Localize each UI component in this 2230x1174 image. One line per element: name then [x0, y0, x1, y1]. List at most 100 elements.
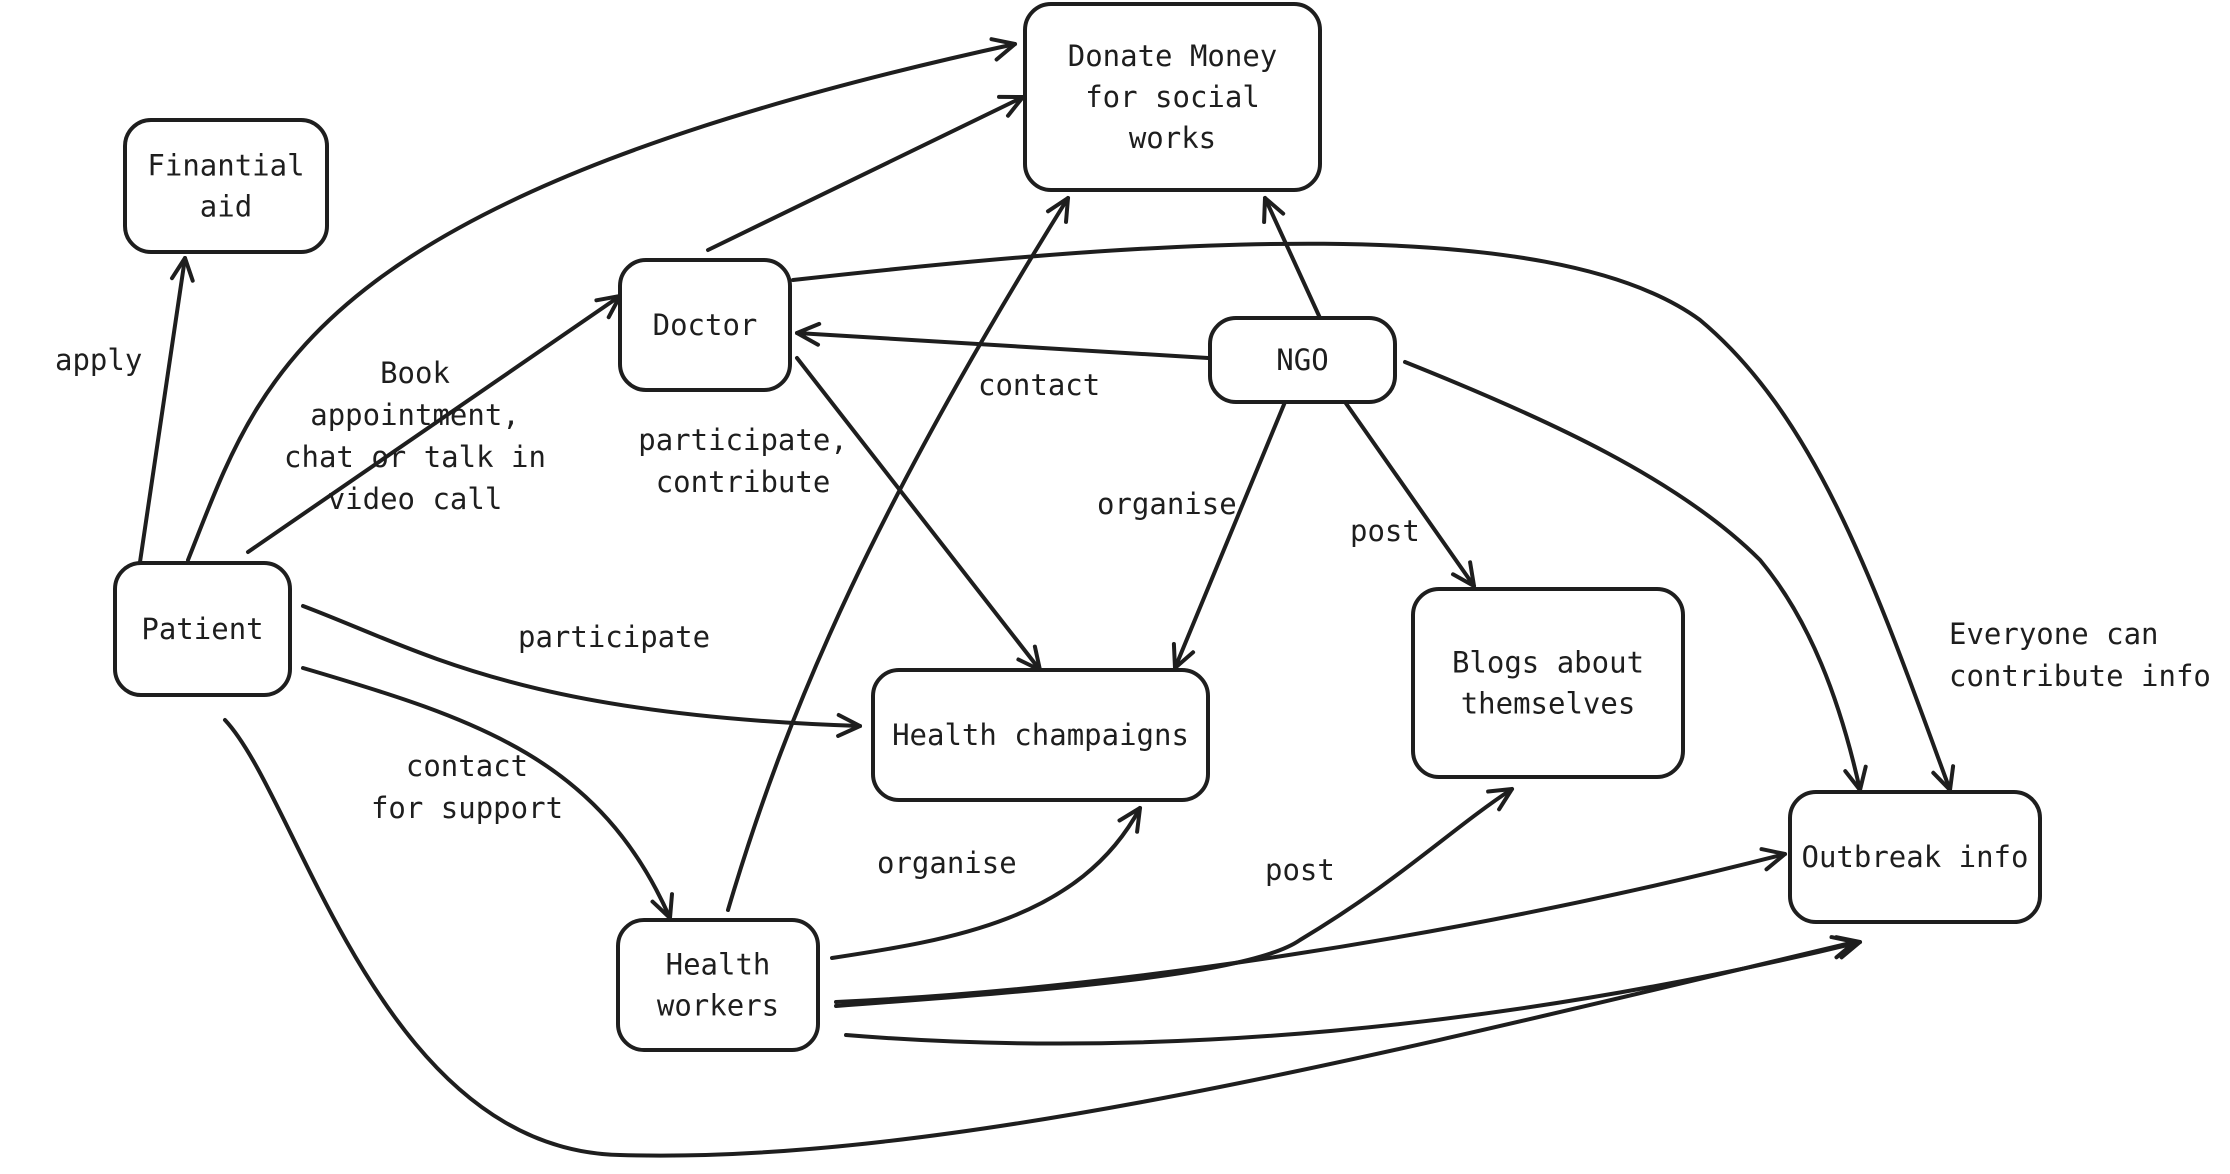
edge-patient-finantial-aid [138, 256, 195, 564]
node-donate: Donate Money for social works [1023, 2, 1322, 192]
arrowhead [1262, 196, 1286, 224]
arrowhead [1451, 560, 1476, 588]
edge-label-text: organise [1097, 487, 1237, 521]
label-participate: participate [518, 620, 710, 654]
node-text: works [1129, 121, 1216, 155]
edge-label-text: post [1350, 514, 1420, 548]
node-text: themselves [1461, 687, 1636, 721]
label-post-hw: post [1265, 853, 1335, 887]
node-text: Patient [141, 612, 263, 646]
edge-label-text: appointment, [310, 398, 520, 432]
arrowhead [795, 321, 822, 347]
node-text: Health [666, 948, 771, 982]
node-box [616, 918, 820, 1052]
edge-doctor-donate [706, 94, 1025, 252]
arrowhead [836, 713, 862, 738]
edge-line [830, 806, 1142, 960]
edge-line [795, 331, 1210, 360]
edge-label-text: contribute info [1949, 659, 2211, 693]
node-text: Doctor [653, 308, 758, 342]
label-book: Book appointment, chat or talk in video cal… [284, 356, 546, 516]
edge-label-text: Book [380, 356, 450, 390]
edge-line [726, 196, 1070, 912]
node-text: Blogs about [1452, 646, 1644, 680]
edge-hw-outbreak-upper [834, 847, 1787, 1004]
arrowhead [1046, 196, 1070, 224]
label-participate-contribute: participate, contribute [638, 423, 848, 499]
node-box [1208, 316, 1397, 404]
node-box [1023, 2, 1322, 192]
edge-patient-donate [186, 37, 1017, 562]
node-text: for social [1085, 80, 1260, 114]
node-patient: Patient [113, 561, 292, 697]
node-box [113, 561, 292, 697]
edge-label-text: participate [518, 620, 710, 654]
edge-line [246, 294, 622, 554]
edge-label-text: post [1265, 853, 1335, 887]
edge-line [186, 42, 1017, 562]
edge-hw-health-champaigns [830, 806, 1142, 960]
node-health-champaigns: Health champaigns [871, 668, 1210, 802]
label-organise-ngo: organise [1097, 487, 1237, 521]
arrowhead [989, 37, 1017, 62]
arrowhead [170, 256, 195, 283]
node-text: workers [657, 989, 779, 1023]
node-box [871, 668, 1210, 802]
node-doctor: Doctor [618, 258, 792, 392]
edge-line [301, 604, 862, 728]
edge-label-text: organise [877, 846, 1017, 880]
label-apply: apply [55, 343, 142, 377]
edge-line [223, 718, 1857, 1158]
arrowhead [1759, 847, 1787, 872]
edge-line [834, 787, 1514, 1008]
edge-line [138, 256, 187, 564]
edge-line [301, 666, 672, 920]
edge-line [1173, 400, 1287, 670]
node-text: Outbreak info [1802, 840, 2029, 874]
node-text: aid [200, 190, 252, 224]
edge-label-text: contact [978, 368, 1100, 402]
arrowhead [1829, 935, 1857, 960]
edge-line [1263, 196, 1322, 320]
label-organise-hw: organise [877, 846, 1017, 880]
arrowhead [594, 294, 622, 320]
edge-label-text: contribute [656, 465, 831, 499]
edge-label-text: participate, [638, 423, 848, 457]
edge-line [1343, 400, 1476, 588]
edge-hw-blogs [834, 787, 1514, 1008]
label-post-ngo: post [1350, 514, 1420, 548]
node-box [618, 258, 792, 392]
node-box [1788, 790, 2042, 924]
edge-patient-health-champaigns [301, 604, 862, 738]
edge-ngo-donate [1262, 196, 1322, 320]
edge-ngo-doctor [795, 321, 1210, 360]
arrowhead [1117, 806, 1142, 834]
edge-line [795, 356, 1042, 672]
edge-labels: apply Book appointment, chat or talk in vide… [55, 343, 2211, 887]
node-text: Finantial [147, 149, 304, 183]
node-text: Health champaigns [892, 718, 1189, 752]
node-text: NGO [1276, 343, 1328, 377]
edge-line [706, 95, 1025, 252]
edge-patient-outbreak [223, 718, 1857, 1158]
edge-line [1403, 360, 1862, 792]
edge-ngo-blogs [1343, 400, 1476, 588]
edge-label-text: video call [328, 482, 503, 516]
edge-line [834, 852, 1787, 1004]
node-ngo: NGO [1208, 316, 1397, 404]
edge-label-text: chat or talk in [284, 440, 546, 474]
label-contact-ngo: contact [978, 368, 1100, 402]
edge-label-text: for support [371, 791, 563, 825]
node-box [1411, 587, 1685, 779]
node-text: Donate Money [1068, 39, 1278, 73]
node-box [123, 118, 329, 254]
node-finantial-aid: Finantial aid [123, 118, 329, 254]
edge-ngo-health-champaigns [1171, 400, 1287, 670]
node-health-workers: Health workers [616, 918, 820, 1052]
node-outbreak: Outbreak info [1788, 790, 2042, 924]
edges [138, 37, 1956, 1158]
